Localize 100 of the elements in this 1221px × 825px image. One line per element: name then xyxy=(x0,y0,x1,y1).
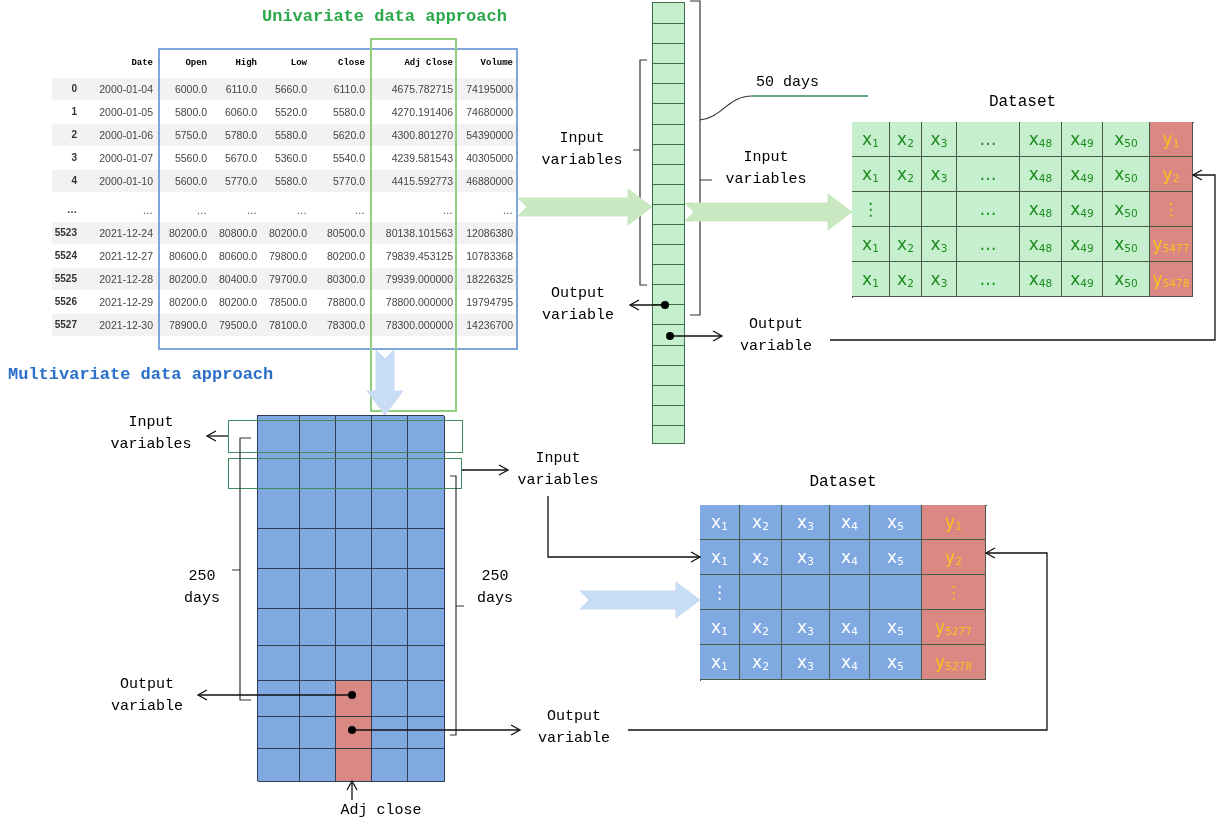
annotation-text: 250 days xyxy=(476,567,514,609)
text-label: Output variable xyxy=(96,674,198,722)
table-cell: ⋮ xyxy=(922,575,986,610)
table-cell-text: 78300.000000 xyxy=(384,318,454,333)
table-cell: x$_{4}$ xyxy=(830,645,870,680)
table-cell-text: 80600.0 xyxy=(218,249,258,264)
table-cell-text: 2021-12-27 xyxy=(98,249,154,264)
table-cell: x$_{3}$ xyxy=(922,122,957,157)
table-cell: x$_{48}$ xyxy=(1020,262,1062,297)
table-cell-text: 5560.0 xyxy=(173,151,208,166)
table-cell-text: 74195000 xyxy=(465,82,514,97)
table-cell-text: 78100.0 xyxy=(268,318,308,333)
data-grid xyxy=(257,415,444,781)
table-cell-text: 80300.0 xyxy=(326,272,366,287)
table-cell-text: 2021-12-30 xyxy=(98,318,154,333)
table-cell-text: 2000-01-10 xyxy=(98,174,154,189)
table-cell: x$_{3}$ xyxy=(922,262,957,297)
highlight-frame xyxy=(228,420,463,453)
table-cell-text: 5526 xyxy=(53,295,78,309)
column-header: High xyxy=(234,57,258,70)
table-cell-text: … xyxy=(501,203,514,218)
table-cell-text: 2021-12-24 xyxy=(98,226,154,241)
table-cell: x$_{5}$ xyxy=(870,610,922,645)
table-cell: x$_{1}$ xyxy=(700,505,740,540)
table-cell-text: 79500.0 xyxy=(218,318,258,333)
table-cell: x$_{2}$ xyxy=(740,610,782,645)
column-header: Open xyxy=(184,57,208,70)
table-cell-text: 6110.0 xyxy=(332,82,366,97)
table-cell: y$_{1}$ xyxy=(1150,122,1193,157)
table-title: Dataset xyxy=(987,92,1058,113)
table-cell-text: 5800.0 xyxy=(173,105,208,120)
table-cell: x$_{48}$ xyxy=(1020,227,1062,262)
table-cell-text: 6060.0 xyxy=(223,105,258,120)
table-cell-text: 4239.581543 xyxy=(390,151,454,166)
table-cell: x$_{49}$ xyxy=(1062,227,1103,262)
arrow xyxy=(547,495,701,563)
text-label: Output variable xyxy=(722,314,830,360)
table-cell: x$_{50}$ xyxy=(1103,192,1150,227)
table-cell-text: 80200.0 xyxy=(168,226,208,241)
text-label: Output variable xyxy=(526,283,630,329)
arrow xyxy=(206,430,229,442)
table-cell-text: 40305000 xyxy=(465,151,514,166)
table-cell: y$_{2}$ xyxy=(1150,157,1193,192)
table-cell-text: 78300.0 xyxy=(326,318,366,333)
highlight-frame xyxy=(370,38,457,412)
table-cell: ⋮ xyxy=(700,575,740,610)
table-cell: x$_{2}$ xyxy=(890,262,922,297)
table-cell: x$_{4}$ xyxy=(830,610,870,645)
arrow xyxy=(627,547,1048,731)
table-cell-text: 19794795 xyxy=(465,295,514,310)
table-cell: x$_{3}$ xyxy=(782,540,830,575)
column-header: Close xyxy=(337,57,366,70)
table-cell: x$_{4}$ xyxy=(830,540,870,575)
table-cell-text: 4675.782715 xyxy=(390,82,454,97)
table-cell-text: 79800.0 xyxy=(268,249,308,264)
block-arrow xyxy=(579,581,701,619)
annotation-text: 50 days xyxy=(756,73,820,93)
table-cell-text: 12086380 xyxy=(465,226,514,241)
table-cell-text: 2021-12-29 xyxy=(98,295,154,310)
table-cell: x$_{2}$ xyxy=(740,540,782,575)
block-arrow xyxy=(517,188,653,226)
table-cell: x$_{49}$ xyxy=(1062,122,1103,157)
table-cell-text: … xyxy=(441,203,454,218)
table-cell: y$_{2}$ xyxy=(922,540,986,575)
table-cell: x$_{4}$ xyxy=(830,505,870,540)
table-cell-text: 80200.0 xyxy=(268,226,308,241)
table-cell-text: 5523 xyxy=(53,226,78,240)
arrow xyxy=(666,330,723,342)
table-cell: x$_{3}$ xyxy=(782,610,830,645)
text-label: Input variables xyxy=(95,412,207,460)
table-cell-text: 5780.0 xyxy=(223,128,258,143)
table-cell: x$_{5}$ xyxy=(870,645,922,680)
table-cell-text: 5360.0 xyxy=(273,151,308,166)
table-cell-text: 5525 xyxy=(53,272,78,286)
table-cell: x$_{2}$ xyxy=(890,157,922,192)
table-cell-text: 74680000 xyxy=(465,105,514,120)
table-cell: x$_{48}$ xyxy=(1020,157,1062,192)
table-cell-text: 78900.0 xyxy=(168,318,208,333)
table-cell-text: 5580.0 xyxy=(331,105,366,120)
table-cell-text: 46880000 xyxy=(465,174,514,189)
table-cell: x$_{3}$ xyxy=(782,505,830,540)
arrow xyxy=(197,689,356,701)
table-cell: x$_{2}$ xyxy=(890,122,922,157)
section-heading: Univariate data approach xyxy=(262,6,508,28)
arrow xyxy=(629,299,669,311)
table-cell-text: … xyxy=(141,203,154,218)
column-header: Date xyxy=(130,57,154,70)
table-cell-text: 78500.0 xyxy=(268,295,308,310)
section-heading: Multivariate data approach xyxy=(8,364,275,386)
block-arrow xyxy=(366,349,404,416)
table-cell-text: 4300.801270 xyxy=(390,128,454,143)
table-cell: x$_{5}$ xyxy=(870,540,922,575)
table-cell: x$_{49}$ xyxy=(1062,157,1103,192)
table-cell-text: 6110.0 xyxy=(224,82,258,97)
text-label: Adj close xyxy=(336,800,426,822)
highlight-frame xyxy=(228,458,462,489)
table-cell-text: 5770.0 xyxy=(223,174,258,189)
table-cell: x$_{3}$ xyxy=(922,157,957,192)
table-cell-text: 5580.0 xyxy=(273,174,308,189)
table-cell-text: 2021-12-28 xyxy=(98,272,154,287)
